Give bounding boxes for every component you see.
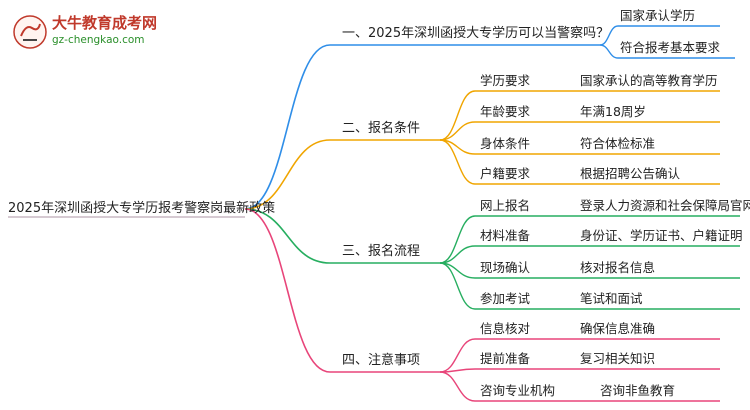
leaf-2-2-connector: [439, 121, 476, 141]
leaf-2-4-detail: 根据招聘公告确认: [580, 166, 681, 181]
leaf-3-3: 现场确认: [480, 260, 531, 275]
leaf-1-1: 国家承认学历: [620, 8, 696, 23]
leaf-3-2-connector: [439, 245, 476, 264]
branch-2-label: 二、报名条件: [342, 121, 421, 136]
leaf-2-1: 学历要求: [480, 73, 531, 88]
leaf-3-1-detail: 登录人力资源和社会保障局官网: [580, 198, 750, 213]
branch-2-connector: [244, 139, 331, 210]
branch-3-connector: [244, 208, 331, 264]
branch-4-connector: [244, 208, 331, 373]
site-logo[interactable]: 大牛教育成考网 gz-chengkao.com: [12, 12, 162, 52]
logo-url: gz-chengkao.com: [52, 34, 145, 46]
leaf-3-4: 参加考试: [480, 291, 531, 306]
branch-3-label: 三、报名流程: [342, 244, 421, 259]
leaf-4-1-detail: 确保信息准确: [580, 321, 656, 336]
leaf-4-2-detail: 复习相关知识: [580, 351, 656, 366]
leaf-2-1-detail: 国家承认的高等教育学历: [580, 73, 718, 88]
leaf-2-4-connector: [439, 139, 476, 185]
branch-1-connector: [244, 44, 331, 210]
branch-1-label: 一、2025年深圳函授大专学历可以当警察吗？: [342, 26, 610, 41]
leaf-2-2: 年龄要求: [480, 104, 531, 119]
leaf-1-2-connector: [599, 44, 619, 59]
root-topic: 2025年深圳函授大专学历报考警察岗最新政策: [8, 201, 276, 216]
leaf-2-3: 身体条件: [480, 136, 531, 151]
leaf-1-2: 符合报考基本要求: [620, 40, 721, 55]
leaf-4-3-detail: 咨询非鱼教育: [600, 383, 676, 398]
leaf-3-4-connector: [439, 262, 476, 310]
leaf-3-4-detail: 笔试和面试: [580, 291, 643, 306]
leaf-4-2: 提前准备: [480, 351, 531, 366]
leaf-3-3-detail: 核对报名信息: [580, 260, 656, 275]
leaf-1-1-connector: [599, 25, 619, 46]
leaf-4-1: 信息核对: [480, 321, 531, 336]
leaf-2-4: 户籍要求: [480, 166, 531, 181]
branch-4-label: 四、注意事项: [342, 353, 421, 368]
logo-title: 大牛教育成考网: [52, 14, 158, 32]
leaf-3-2: 材料准备: [480, 228, 531, 243]
leaf-4-3: 咨询专业机构: [480, 383, 556, 398]
leaf-3-1-connector: [439, 215, 476, 264]
leaf-2-2-detail: 年满18周岁: [580, 104, 646, 119]
leaf-3-1: 网上报名: [480, 198, 531, 213]
logo-mark-icon: [13, 15, 47, 49]
leaf-4-1-connector: [439, 338, 476, 373]
leaf-3-2-detail: 身份证、学历证书、户籍证明: [580, 228, 743, 243]
leaf-2-1-connector: [439, 90, 476, 141]
leaf-2-3-detail: 符合体检标准: [580, 136, 656, 151]
leaf-4-3-connector: [439, 371, 476, 402]
